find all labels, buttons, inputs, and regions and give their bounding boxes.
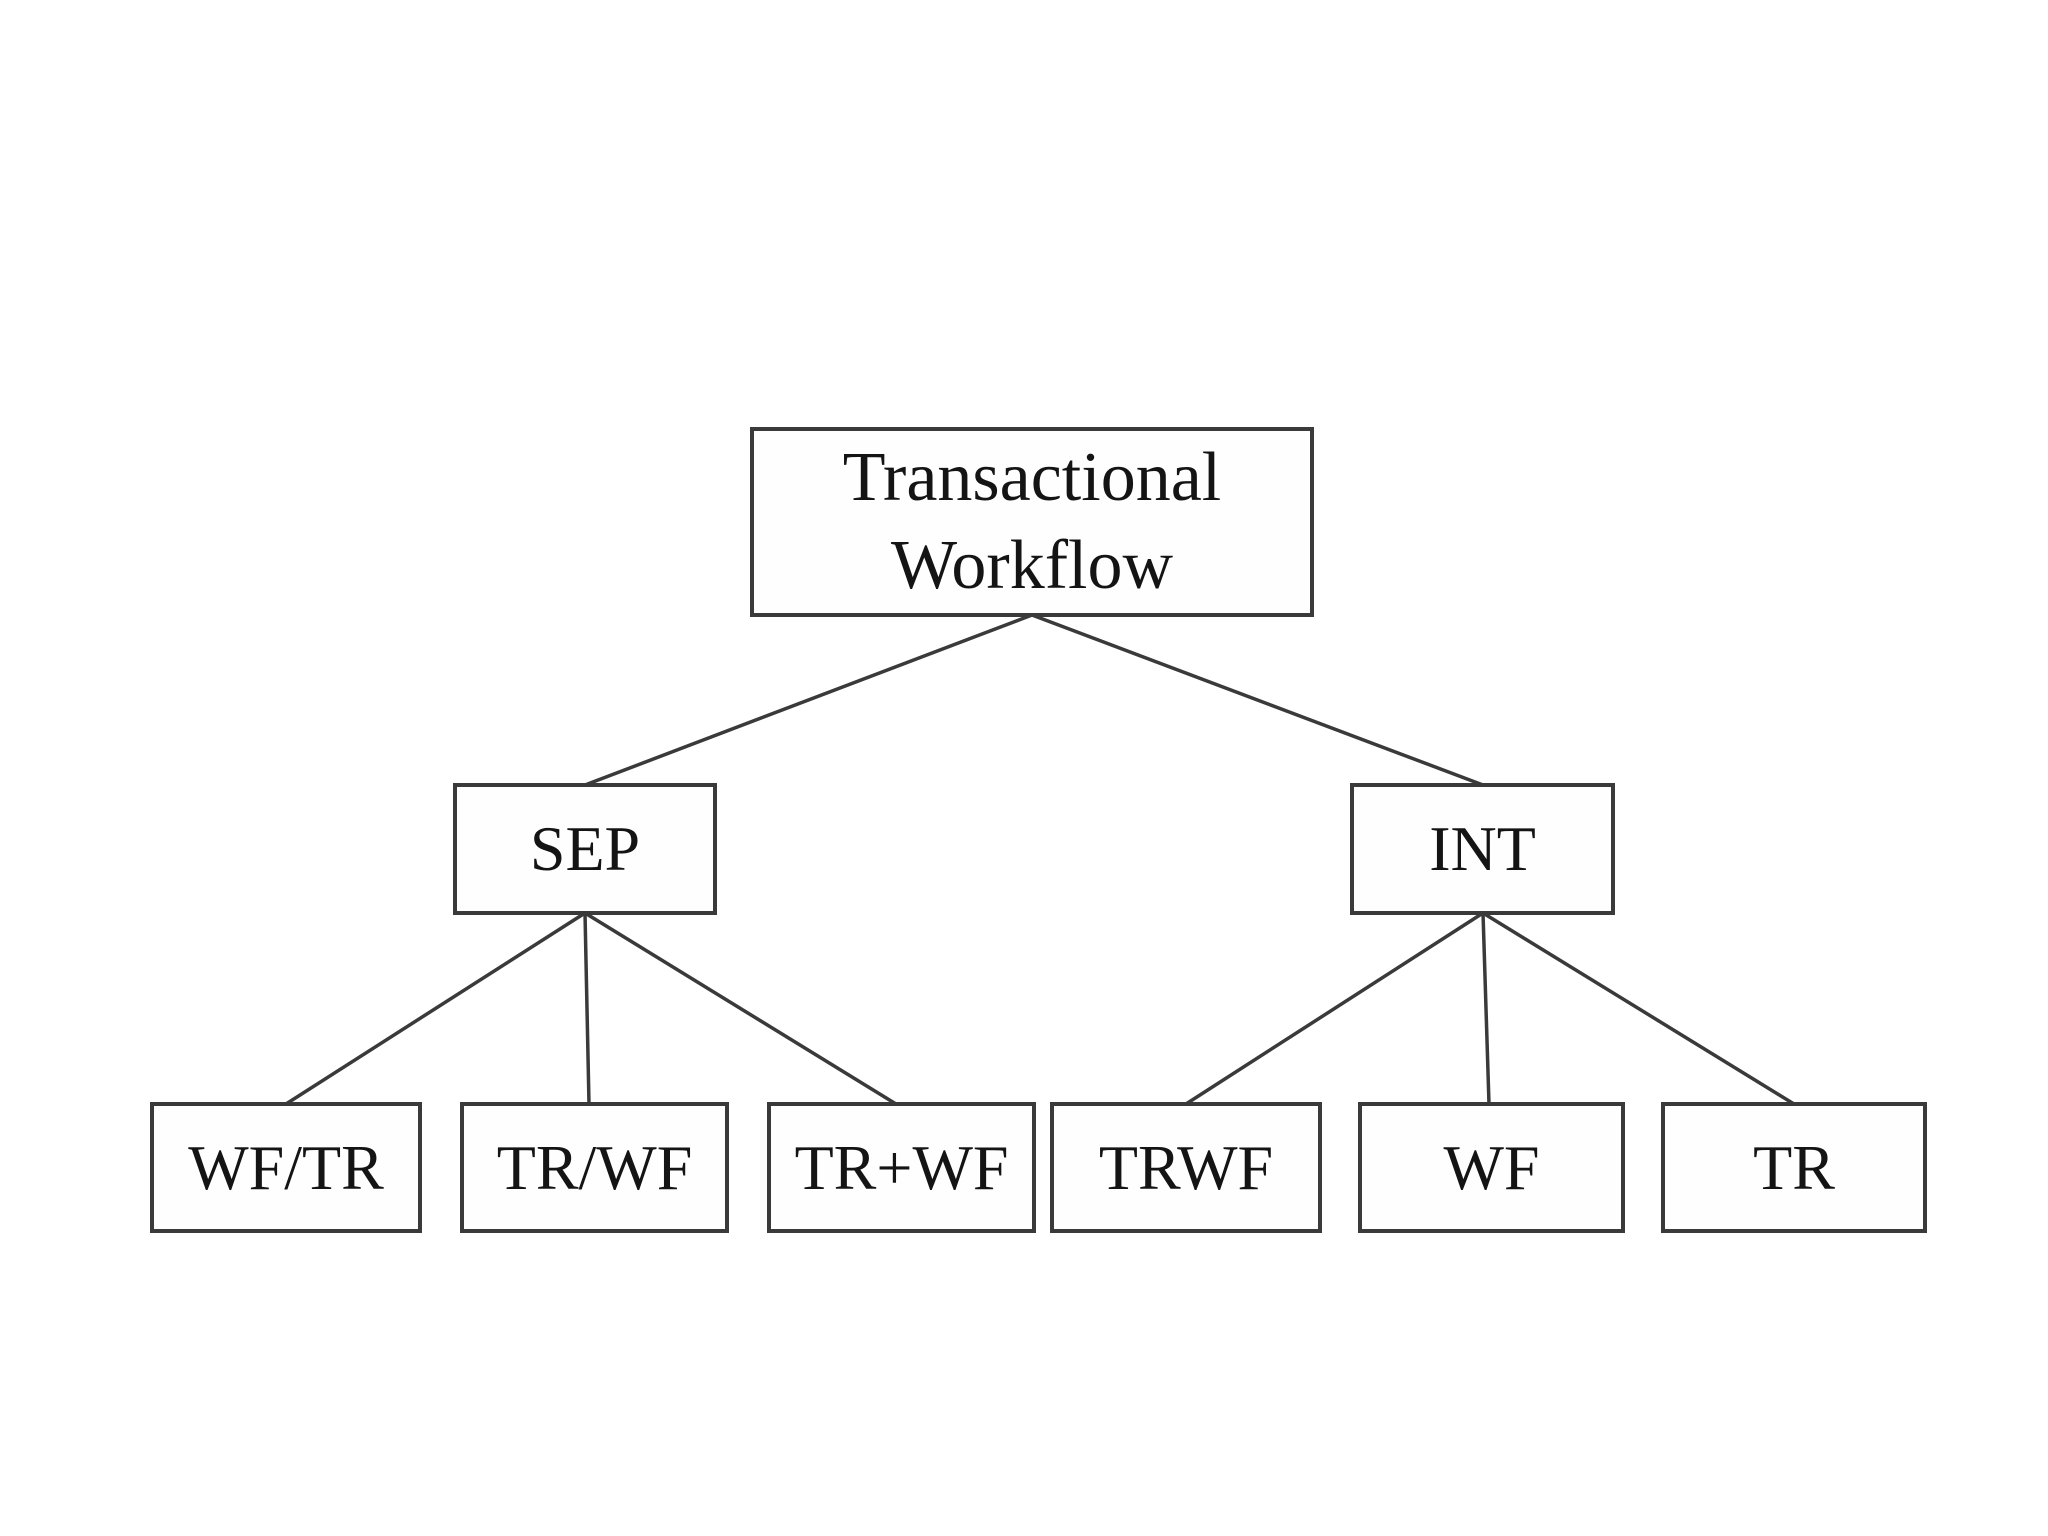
- tree-node-label: INT: [1429, 813, 1536, 884]
- tree-node-label: Transactional Workflow: [842, 438, 1222, 604]
- connector-int-trwf: [1185, 911, 1484, 1106]
- tree-node-sep: SEP: [453, 783, 717, 915]
- tree-node-label: TRWF: [1098, 1131, 1274, 1203]
- connector-root-int: [1031, 613, 1484, 787]
- tree-node-tr-wf: TR/WF: [460, 1102, 729, 1233]
- connector-sep-wftr: [285, 911, 586, 1106]
- tree-node-tr: TR: [1661, 1102, 1927, 1233]
- tree-node-trwf: TRWF: [1050, 1102, 1322, 1233]
- tree-node-label: TR/WF: [496, 1131, 693, 1203]
- tree-node-transactional-workflow: Transactional Workflow: [750, 427, 1314, 617]
- tree-node-wf: WF: [1358, 1102, 1625, 1233]
- tree-node-label: TR: [1753, 1131, 1835, 1203]
- connector-sep-trpluswf: [584, 911, 897, 1106]
- tree-node-label: WF/TR: [188, 1131, 384, 1203]
- tree-node-label: SEP: [529, 813, 641, 884]
- tree-node-wf-tr: WF/TR: [150, 1102, 422, 1233]
- connector-sep-trwf: [583, 912, 591, 1105]
- connector-int-wf: [1481, 912, 1491, 1105]
- tree-node-label: TR+WF: [794, 1131, 1009, 1203]
- connector-root-sep: [584, 613, 1033, 787]
- tree-node-label: WF: [1443, 1131, 1540, 1203]
- tree-node-tr-plus-wf: TR+WF: [767, 1102, 1036, 1233]
- connector-int-tr: [1482, 911, 1795, 1106]
- tree-node-int: INT: [1350, 783, 1615, 915]
